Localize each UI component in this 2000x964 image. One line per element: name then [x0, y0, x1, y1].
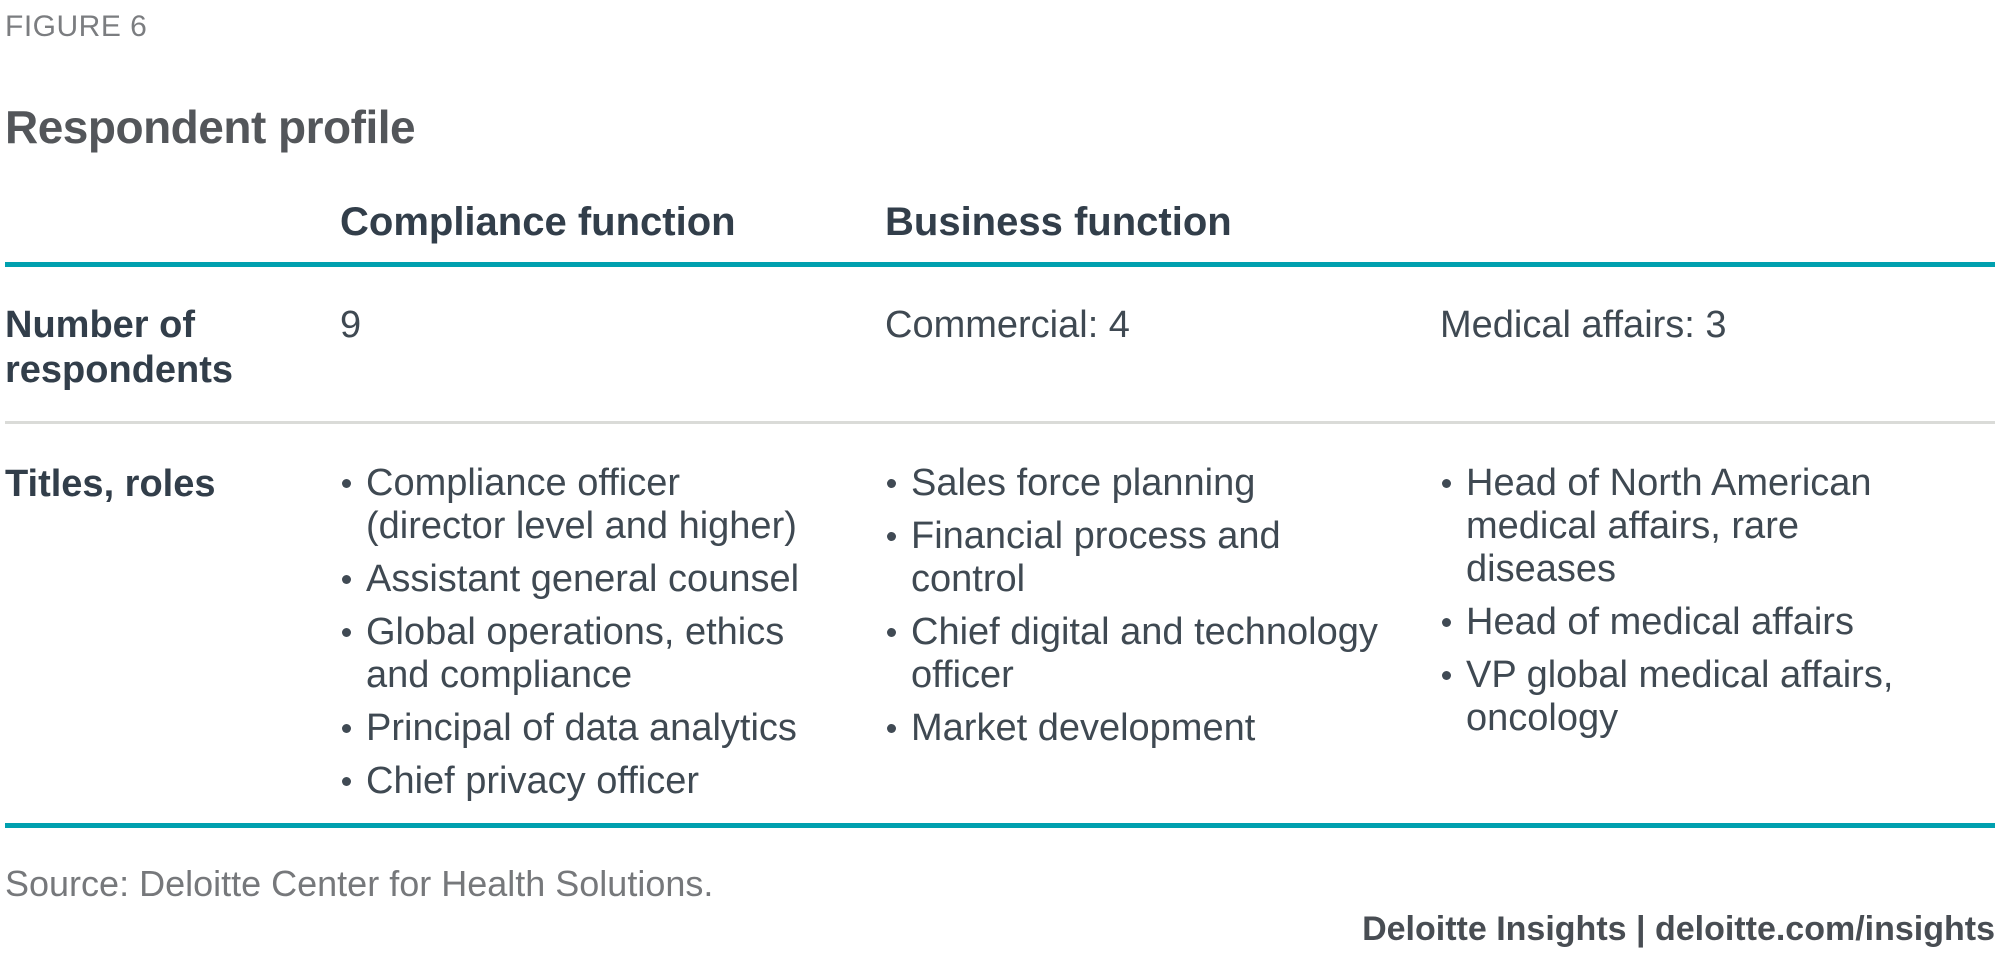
list-item-text: Head of medical affairs	[1466, 601, 1854, 643]
bullet-icon	[342, 479, 351, 488]
footer-brand: Deloitte Insights | deloitte.com/insight…	[1362, 910, 1995, 948]
list-item: Market development	[885, 707, 1381, 750]
list-item-text: Chief digital and technology officer	[911, 611, 1378, 696]
bullet-icon	[342, 724, 351, 733]
list-item: VP global medical affairs, oncology	[1440, 654, 1936, 740]
list-item: Head of North American medical affairs, …	[1440, 462, 1936, 591]
bullet-icon	[1442, 479, 1451, 488]
table-row-number-of-respondents: Number of respondents 9 Commercial: 4 Me…	[5, 267, 1995, 424]
list-item: Principal of data analytics	[340, 707, 816, 750]
bullet-icon	[342, 628, 351, 637]
list-item-text: Head of North American medical affairs, …	[1466, 462, 1872, 590]
source-note: Source: Deloitte Center for Health Solut…	[5, 863, 714, 904]
bullet-icon	[1442, 671, 1451, 680]
row-label: Titles, roles	[5, 463, 216, 505]
list-item: Global operations, ethics and compliance	[340, 611, 816, 697]
bullet-icon	[887, 479, 896, 488]
list-item: Financial process and control	[885, 515, 1381, 601]
list-item-text: Financial process and control	[911, 515, 1281, 600]
list-item-text: Global operations, ethics and compliance	[366, 611, 785, 696]
row-label: Number of respondents	[5, 304, 234, 391]
bullet-icon	[342, 575, 351, 584]
cell-business-commercial-count: Commercial: 4	[885, 304, 1130, 346]
page-title: Respondent profile	[5, 101, 416, 153]
list-item: Head of medical affairs	[1440, 601, 1936, 644]
bullet-list: Sales force planning Financial process a…	[885, 462, 1440, 750]
cell-business-medical-count: Medical affairs: 3	[1440, 304, 1727, 346]
cell-business-medical-titles: Head of North American medical affairs, …	[1440, 462, 1995, 803]
list-item-text: Sales force planning	[911, 462, 1256, 504]
bullet-icon	[887, 628, 896, 637]
table-header-row: Compliance function Business function	[5, 156, 1995, 267]
list-item: Compliance officer (director level and h…	[340, 462, 816, 548]
list-item-text: VP global medical affairs, oncology	[1466, 654, 1894, 739]
cell-compliance-count: 9	[340, 304, 362, 346]
list-item: Sales force planning	[885, 462, 1381, 505]
figure-label: FIGURE 6	[5, 10, 148, 43]
bullet-icon	[887, 724, 896, 733]
list-item-text: Compliance officer (director level and h…	[366, 462, 797, 547]
respondent-profile-table: Compliance function Business function Nu…	[5, 156, 1995, 828]
list-item-text: Assistant general counsel	[366, 558, 800, 600]
column-header-compliance: Compliance function	[340, 200, 736, 244]
bullet-icon	[1442, 618, 1451, 627]
list-item: Assistant general counsel	[340, 558, 816, 601]
table-row-titles-roles: Titles, roles Compliance officer (direct…	[5, 424, 1995, 828]
list-item-text: Market development	[911, 707, 1256, 749]
column-header-business: Business function	[885, 200, 1232, 244]
bullet-icon	[887, 532, 896, 541]
list-item: Chief digital and technology officer	[885, 611, 1381, 697]
list-item: Chief privacy officer	[340, 760, 816, 803]
list-item-text: Chief privacy officer	[366, 760, 699, 802]
cell-business-commercial-titles: Sales force planning Financial process a…	[885, 462, 1440, 803]
bullet-list: Head of North American medical affairs, …	[1440, 462, 1995, 740]
bullet-list: Compliance officer (director level and h…	[340, 462, 885, 803]
cell-compliance-titles: Compliance officer (director level and h…	[340, 462, 885, 803]
list-item-text: Principal of data analytics	[366, 707, 797, 749]
bullet-icon	[342, 777, 351, 786]
